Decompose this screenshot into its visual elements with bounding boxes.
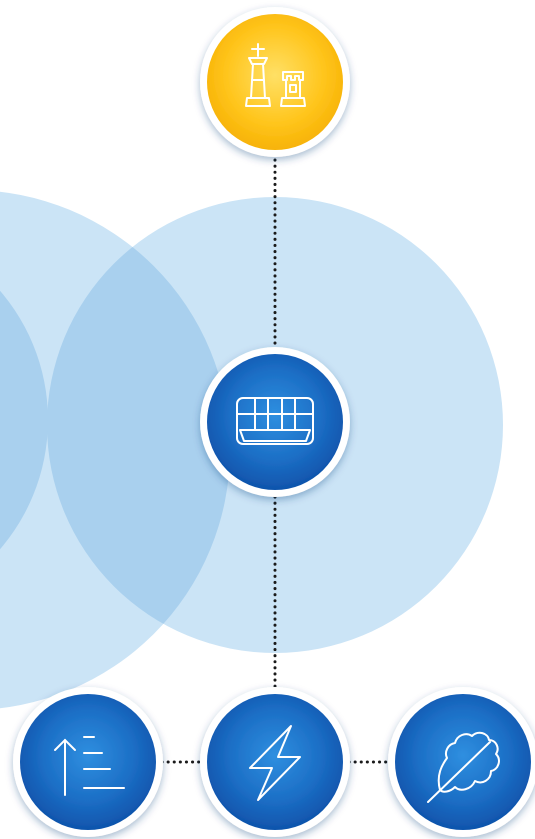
bg-circle-left-inner [0, 290, 48, 550]
chess-pieces-icon [245, 43, 306, 107]
sort-ascending-icon [54, 736, 125, 796]
node-sort[interactable] [13, 687, 163, 837]
node-chess[interactable] [200, 7, 350, 157]
node-energy[interactable] [200, 687, 350, 837]
node-leaf[interactable] [388, 687, 535, 837]
node-grid[interactable] [200, 347, 350, 497]
tray-grid-icon [236, 397, 314, 445]
lightning-bolt-icon [249, 725, 301, 801]
connectors [160, 158, 392, 764]
leaf-icon [427, 731, 500, 803]
